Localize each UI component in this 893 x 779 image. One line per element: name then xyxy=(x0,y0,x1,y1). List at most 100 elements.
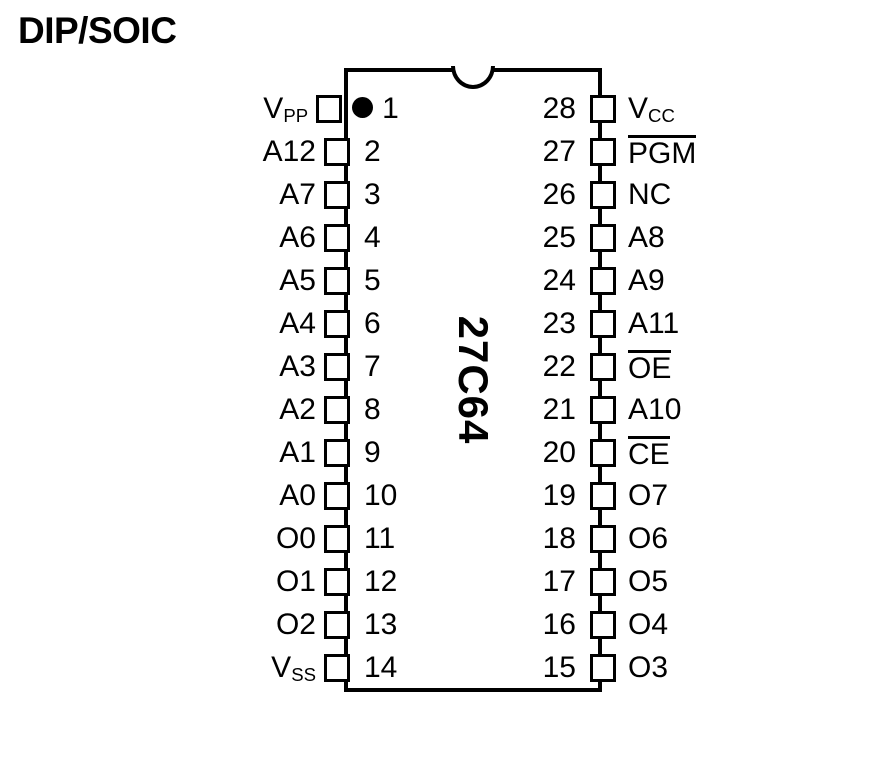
pin-number-2: 2 xyxy=(364,134,381,168)
pin-number-13: 13 xyxy=(364,607,398,641)
pin-number-3: 3 xyxy=(364,177,381,211)
pin-label-25: A8 xyxy=(628,220,665,254)
pin-box-5 xyxy=(324,266,350,295)
pin-number-8: 8 xyxy=(364,392,381,426)
pin-box-12 xyxy=(324,567,350,596)
pin-label-23: A11 xyxy=(628,306,680,340)
pin-number-1: 1 xyxy=(382,91,399,125)
pin-label-22: OE xyxy=(628,349,672,385)
pin-row-15: 15 O3 xyxy=(476,646,816,689)
pin-box-7 xyxy=(324,352,350,381)
pin-row-2: A12 2 xyxy=(140,130,470,173)
pin-box-9 xyxy=(324,438,350,467)
pin-label-26: NC xyxy=(628,177,672,211)
pin-box-10 xyxy=(324,481,350,510)
pin-box-13 xyxy=(324,610,350,639)
pin-row-4: A6 4 xyxy=(140,216,470,259)
pin-row-1: VPP 1 xyxy=(140,87,470,130)
pin-number-23: 23 xyxy=(542,306,576,340)
pin-label-16: O4 xyxy=(628,607,669,641)
pin-label-5: A5 xyxy=(279,263,316,297)
pin-row-3: A7 3 xyxy=(140,173,470,216)
pin-number-16: 16 xyxy=(542,607,576,641)
pin-label-9: A1 xyxy=(279,435,316,469)
pin-label-17: O5 xyxy=(628,564,669,598)
pin-number-21: 21 xyxy=(542,392,576,426)
pin-number-15: 15 xyxy=(542,650,576,684)
pin-box-18 xyxy=(590,524,616,553)
pin-box-21 xyxy=(590,395,616,424)
pin-box-28 xyxy=(590,94,616,123)
chip-body-outline xyxy=(344,68,602,692)
pin-number-25: 25 xyxy=(542,220,576,254)
pin-box-6 xyxy=(324,309,350,338)
pin-box-8 xyxy=(324,395,350,424)
pin-number-9: 9 xyxy=(364,435,381,469)
pin-box-1 xyxy=(316,94,343,123)
pin-label-11: O0 xyxy=(275,521,316,555)
pin-row-14: VSS 14 xyxy=(140,646,470,689)
pin-number-19: 19 xyxy=(542,478,576,512)
pin-label-12: O1 xyxy=(275,564,316,598)
pin-number-4: 4 xyxy=(364,220,381,254)
pin-box-2 xyxy=(324,137,350,166)
pin-row-22: 22 OE xyxy=(476,345,816,388)
pin-label-1: VPP xyxy=(263,91,309,126)
pin-row-10: A0 10 xyxy=(140,474,470,517)
pin-box-22 xyxy=(590,352,616,381)
pin-label-24: A9 xyxy=(628,263,665,297)
pin-row-11: O0 11 xyxy=(140,517,470,560)
pin-label-15: O3 xyxy=(628,650,669,684)
pin-row-13: O2 13 xyxy=(140,603,470,646)
pin-1-marker-dot-icon xyxy=(352,97,373,118)
pin-row-18: 18 O6 xyxy=(476,517,816,560)
pin-number-10: 10 xyxy=(364,478,398,512)
pin-number-7: 7 xyxy=(364,349,381,383)
pin-label-3: A7 xyxy=(279,177,316,211)
pin-row-24: 24 A9 xyxy=(476,259,816,302)
pin-number-28: 28 xyxy=(542,91,576,125)
pin-box-24 xyxy=(590,266,616,295)
pin-label-20: CE xyxy=(628,435,670,471)
pin-box-17 xyxy=(590,567,616,596)
pin-label-14: VSS xyxy=(271,650,316,685)
pin-label-21: A10 xyxy=(628,392,682,426)
pin-box-3 xyxy=(324,180,350,209)
pin-box-19 xyxy=(590,481,616,510)
pin-number-18: 18 xyxy=(542,521,576,555)
pin-box-14 xyxy=(324,653,350,682)
pin-row-16: 16 O4 xyxy=(476,603,816,646)
pin-number-17: 17 xyxy=(542,564,576,598)
pin-number-11: 11 xyxy=(364,521,396,555)
pin-label-2: A12 xyxy=(262,134,316,168)
pin-box-4 xyxy=(324,223,350,252)
pin-row-21: 21 A10 xyxy=(476,388,816,431)
pin-number-22: 22 xyxy=(542,349,576,383)
pin-label-18: O6 xyxy=(628,521,669,555)
pin-box-15 xyxy=(590,653,616,682)
pin-box-11 xyxy=(324,524,350,553)
pin-number-6: 6 xyxy=(364,306,381,340)
pin-number-12: 12 xyxy=(364,564,398,598)
pin-number-26: 26 xyxy=(542,177,576,211)
pin-row-17: 17 O5 xyxy=(476,560,816,603)
pin-number-14: 14 xyxy=(364,650,398,684)
pin-number-20: 20 xyxy=(542,435,576,469)
pin-label-13: O2 xyxy=(275,607,316,641)
pin-row-20: 20 CE xyxy=(476,431,816,474)
pin-number-5: 5 xyxy=(364,263,381,297)
pin-box-25 xyxy=(590,223,616,252)
pin-number-24: 24 xyxy=(542,263,576,297)
pin-box-20 xyxy=(590,438,616,467)
pin-box-27 xyxy=(590,137,616,166)
page-title: DIP/SOIC xyxy=(18,10,177,51)
pin-label-4: A6 xyxy=(279,220,316,254)
pin-number-27: 27 xyxy=(542,134,576,168)
pin-label-10: A0 xyxy=(279,478,316,512)
